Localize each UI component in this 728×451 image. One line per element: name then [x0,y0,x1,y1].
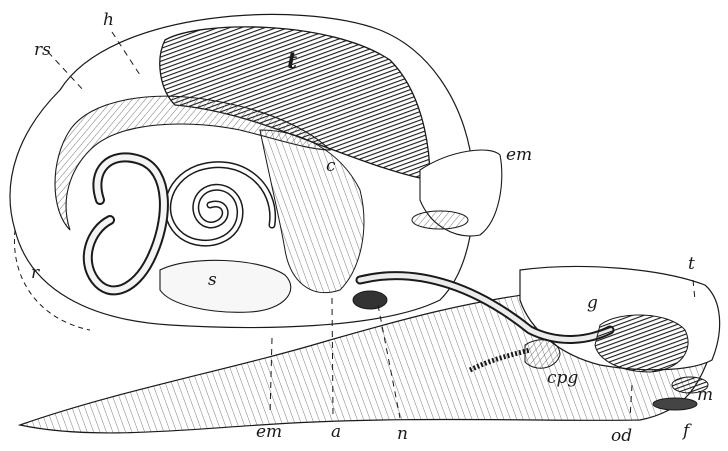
label-em-right: em [506,147,532,164]
n-foramen [353,291,387,309]
label-t-right: t [688,256,695,273]
label-a: a [331,424,341,441]
label-m: m [697,387,713,404]
dashed-margin [14,230,90,330]
label-n: n [397,426,408,443]
label-h: h [103,12,114,29]
label-cpg: cpg [547,370,578,387]
label-g: g [587,295,598,312]
s-body [160,260,291,312]
label-t-top: t [287,50,297,72]
cpg-ganglion [525,340,560,368]
label-od: od [611,428,632,445]
label-c: c [326,158,336,175]
label-rs: rs [34,42,51,59]
label-r: r [31,265,39,282]
label-s: s [208,272,217,289]
em-inner-oval [412,211,468,229]
label-em-bottom: em [256,424,282,441]
label-f: f [683,423,689,440]
f-pad [653,398,697,410]
